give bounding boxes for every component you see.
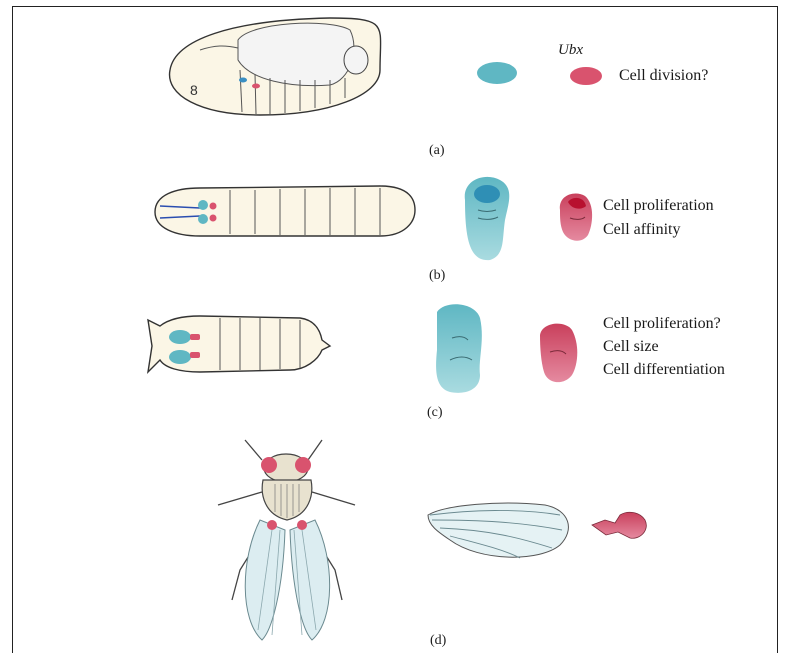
panel-label-d: (d) [430,633,446,649]
adult-fly-illustration [218,440,355,640]
panel-b-role-1: Cell proliferation [603,196,714,216]
panel-a-role-1: Cell division? [619,66,708,86]
gene-label-ubx: Ubx [558,42,583,59]
pupa-illustration [148,316,330,372]
wing-primordium-marker [477,62,517,84]
panel-b-role-2: Cell affinity [603,220,680,240]
panel-label-b: (b) [429,268,445,284]
larva-illustration [155,186,415,236]
panel-c-role-1: Cell proliferation? [603,314,721,334]
embryo-illustration [170,18,381,115]
panel-label-a: (a) [429,143,445,159]
wing-pupal-tissue [436,304,482,393]
haltere-pupal-tissue [540,324,577,382]
panel-c-role-3: Cell differentiation [603,360,725,380]
adult-haltere [592,512,646,538]
segment-number: 8 [190,82,198,98]
panel-label-c: (c) [427,405,443,421]
panel-c-role-2: Cell size [603,337,659,357]
haltere-primordium-marker [570,67,602,85]
